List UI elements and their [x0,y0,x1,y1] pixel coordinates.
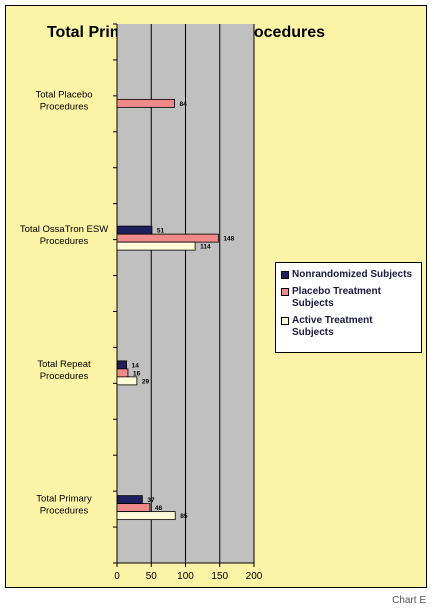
legend-label: Active Treatment Subjects [292,315,373,338]
bar [116,225,153,235]
bar [116,368,129,378]
category-label: Procedures [40,236,89,247]
legend-item: Active Treatment Subjects [281,315,417,339]
legend-label: Nonrandomized Subjects [292,269,413,280]
x-tick-label: 200 [246,571,263,582]
x-tick-label: 100 [177,571,194,582]
x-tick-label: 0 [114,571,120,582]
x-tick-label: 50 [146,571,158,582]
category-label: Procedures [40,371,89,382]
category-label: Total Primary [36,494,92,505]
chart-frame: Total Primary vs. Repeat Procedures 0501… [5,5,427,588]
bar [116,511,176,521]
data-label: 85 [180,513,188,520]
bar [116,233,219,243]
category-label: Total OssaTron ESW [20,224,108,235]
category-label: Total Repeat [37,359,91,370]
legend-swatch [281,317,289,325]
data-label: 114 [200,244,211,251]
data-label: 16 [133,370,141,377]
data-label: 37 [147,497,155,504]
data-label: 48 [155,505,163,512]
legend-item: Nonrandomized Subjects [281,269,417,281]
category-label: Procedures [40,506,89,517]
footer-label: Chart E [392,595,426,606]
legend-swatch [281,271,289,279]
data-label: 51 [157,228,165,235]
legend-swatch [281,288,289,296]
x-tick-label: 150 [211,571,228,582]
bar [116,503,151,513]
bar [116,360,127,370]
data-label: 84 [180,101,188,108]
bar [116,495,143,505]
category-label: Total Placebo [35,89,92,100]
category-label: Procedures [40,101,89,112]
data-label: 148 [223,236,234,243]
bar [116,376,138,386]
data-label: 14 [132,362,140,369]
bar [116,98,175,108]
bar [116,241,196,251]
data-label: 29 [142,378,150,385]
